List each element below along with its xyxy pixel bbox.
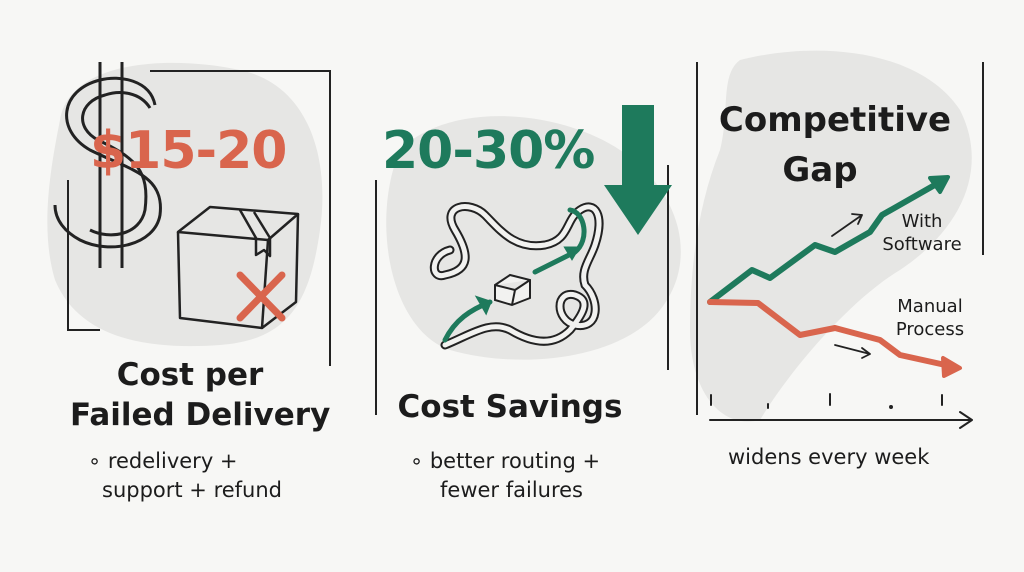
panel2-bullet-line: fewer failures (440, 478, 583, 502)
panel2-title: Cost Savings (397, 389, 623, 425)
panel2-bullet-line: ∘ better routing + (410, 449, 601, 473)
box-x-icon (176, 205, 300, 330)
panel1-title-line: Cost per (116, 357, 264, 393)
with-software-line (707, 179, 943, 305)
panel1-bullet-line: support + refund (102, 478, 283, 502)
label-line: With (901, 211, 943, 232)
panel3-title-line: Gap (782, 150, 858, 190)
failed-delivery-cost-stat: $15-20 (90, 121, 287, 181)
panel2-bullet: ∘ better routing + fewer failures (410, 447, 600, 505)
panel3-caption: widens every week (728, 445, 930, 469)
diverging-lines-chart-icon (707, 175, 973, 429)
label-line: Software (882, 234, 962, 255)
dollar-sign-icon (53, 62, 162, 268)
manual-process-line (707, 299, 953, 369)
panel3-blob (690, 50, 972, 422)
panel1-bullet-line: ∘ redelivery + (88, 449, 238, 473)
panel1-title-line: Failed Delivery (70, 397, 331, 433)
panel3-title: Competitive Gap (715, 95, 955, 195)
panel2-blob (386, 116, 681, 360)
cost-savings-stat: 20-30% (382, 121, 595, 181)
panel1-title: Cost per Failed Delivery (70, 355, 331, 435)
red-x-icon (236, 271, 286, 322)
manual-process-label: Manual Process (882, 295, 978, 341)
route-box-icon (429, 202, 604, 350)
label-line: Process (895, 319, 965, 340)
down-arrow-icon (604, 105, 672, 235)
panel3-title-line: Competitive (718, 100, 952, 140)
label-line: Manual (897, 296, 963, 317)
panel1-bullet: ∘ redelivery + support + refund (88, 447, 282, 505)
with-software-label: With Software (872, 210, 972, 256)
panel-frames (67, 62, 984, 415)
panel1-blob (47, 62, 323, 347)
